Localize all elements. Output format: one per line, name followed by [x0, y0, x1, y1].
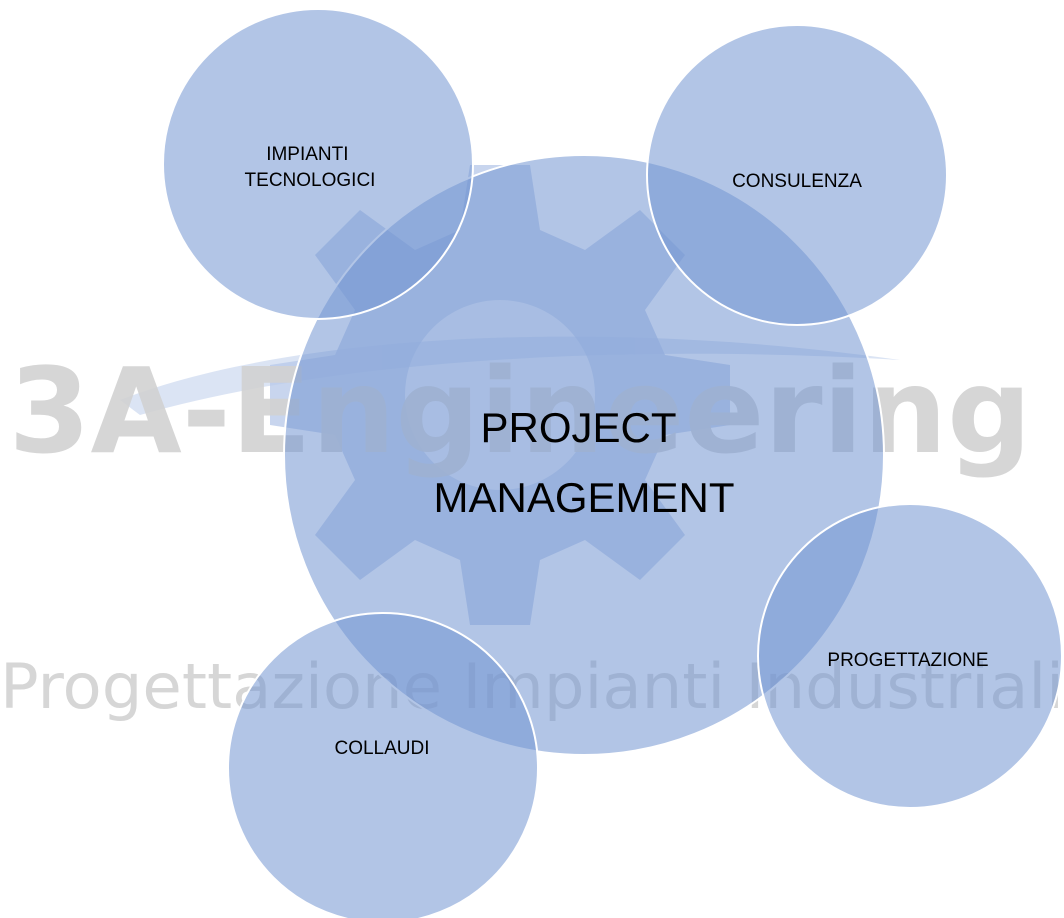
consulenza-label: CONSULENZA: [732, 171, 862, 192]
impianti-label: IMPIANTI TECNOLOGICI: [245, 144, 376, 191]
impianti-label-line-1: IMPIANTI: [266, 144, 348, 165]
center-label-line-1: PROJECT: [481, 404, 676, 451]
center-label-line-2: MANAGEMENT: [433, 474, 734, 521]
progettazione-label: PROGETTAZIONE: [827, 650, 988, 671]
satellite-impianti-circle: [162, 8, 474, 320]
satellite-collaudi-circle: [227, 612, 539, 918]
impianti-label-line-2: TECNOLOGICI: [245, 170, 376, 191]
collaudi-label: COLLAUDI: [334, 738, 429, 759]
circles-layer: [162, 8, 1063, 918]
satellite-consulenza-circle: [646, 24, 948, 326]
progettazione-label-line-1: PROGETTAZIONE: [827, 650, 988, 671]
collaudi-label-line-1: COLLAUDI: [334, 738, 429, 759]
labels-layer: PROJECT MANAGEMENT IMPIANTI TECNOLOGICI …: [245, 144, 989, 759]
consulenza-label-line-1: CONSULENZA: [732, 171, 862, 192]
center-label: PROJECT MANAGEMENT: [433, 404, 734, 521]
satellite-progettazione-circle: [757, 503, 1063, 809]
